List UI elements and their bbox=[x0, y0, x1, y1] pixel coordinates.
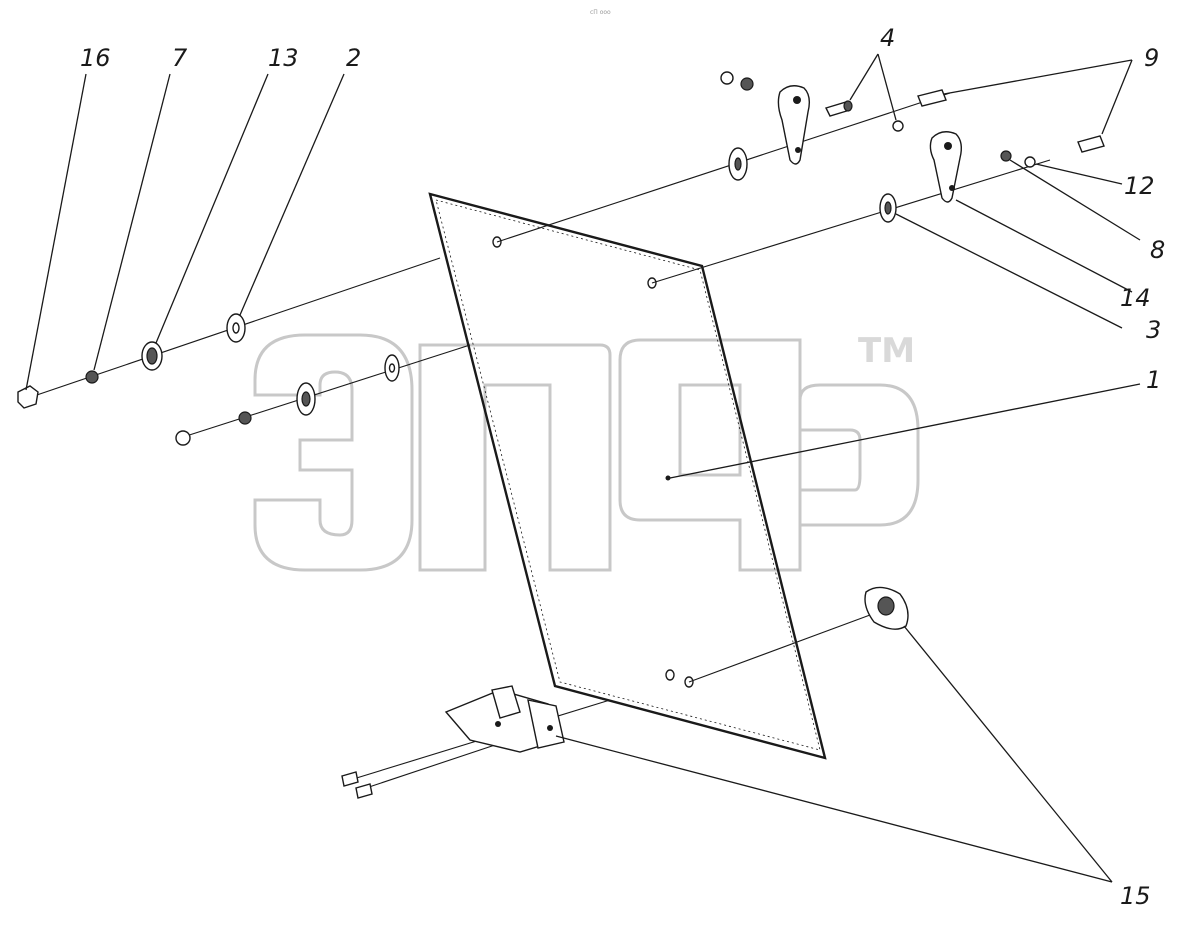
washer-12 bbox=[1024, 156, 1036, 168]
watermark-logo: TM bbox=[253, 331, 920, 572]
callout-9: 9 bbox=[1144, 44, 1159, 72]
callout-12: 12 bbox=[1124, 172, 1155, 200]
hinge-bracket-left bbox=[777, 85, 811, 165]
glass-panel bbox=[428, 192, 827, 760]
nut-8 bbox=[1000, 150, 1012, 162]
upper-hinge-assembly bbox=[720, 71, 1105, 223]
left-fastener-stack bbox=[17, 313, 400, 446]
callout-16: 16 bbox=[80, 44, 111, 72]
callout-4: 4 bbox=[880, 24, 895, 52]
assembly-axes bbox=[27, 92, 1051, 791]
leader-lines bbox=[25, 53, 1141, 883]
top-nut-1 bbox=[720, 71, 734, 85]
header-tiny-text: cП ooo bbox=[590, 9, 611, 16]
bolt-4-b bbox=[892, 120, 904, 132]
screw-a bbox=[341, 771, 359, 787]
screw-b bbox=[355, 783, 373, 799]
bolt-9-b bbox=[1077, 135, 1105, 153]
panel-center-point bbox=[665, 475, 671, 481]
callout-1: 1 bbox=[1146, 366, 1161, 394]
callout-2: 2 bbox=[346, 44, 361, 72]
top-nut-2 bbox=[740, 77, 754, 91]
callout-7: 7 bbox=[172, 44, 188, 72]
part-16-knob bbox=[17, 385, 39, 409]
part-7-nut bbox=[85, 370, 99, 384]
panel-hole-bottom-left bbox=[665, 669, 675, 681]
callout-8: 8 bbox=[1150, 236, 1165, 264]
lower-latch-assembly bbox=[341, 586, 909, 799]
trademark-symbol: TM bbox=[858, 331, 915, 371]
bolt-9-a bbox=[917, 89, 947, 107]
callout-13: 13 bbox=[268, 44, 299, 72]
callout-14: 14 bbox=[1120, 284, 1151, 312]
callout-15: 15 bbox=[1120, 882, 1151, 910]
callout-labels: 16 7 13 2 4 9 12 8 14 3 1 15 bbox=[80, 24, 1165, 910]
hinge-bracket-right bbox=[929, 131, 963, 203]
callout-3: 3 bbox=[1146, 316, 1161, 344]
lower-nut bbox=[175, 430, 191, 446]
lower-nut-2 bbox=[238, 411, 252, 425]
